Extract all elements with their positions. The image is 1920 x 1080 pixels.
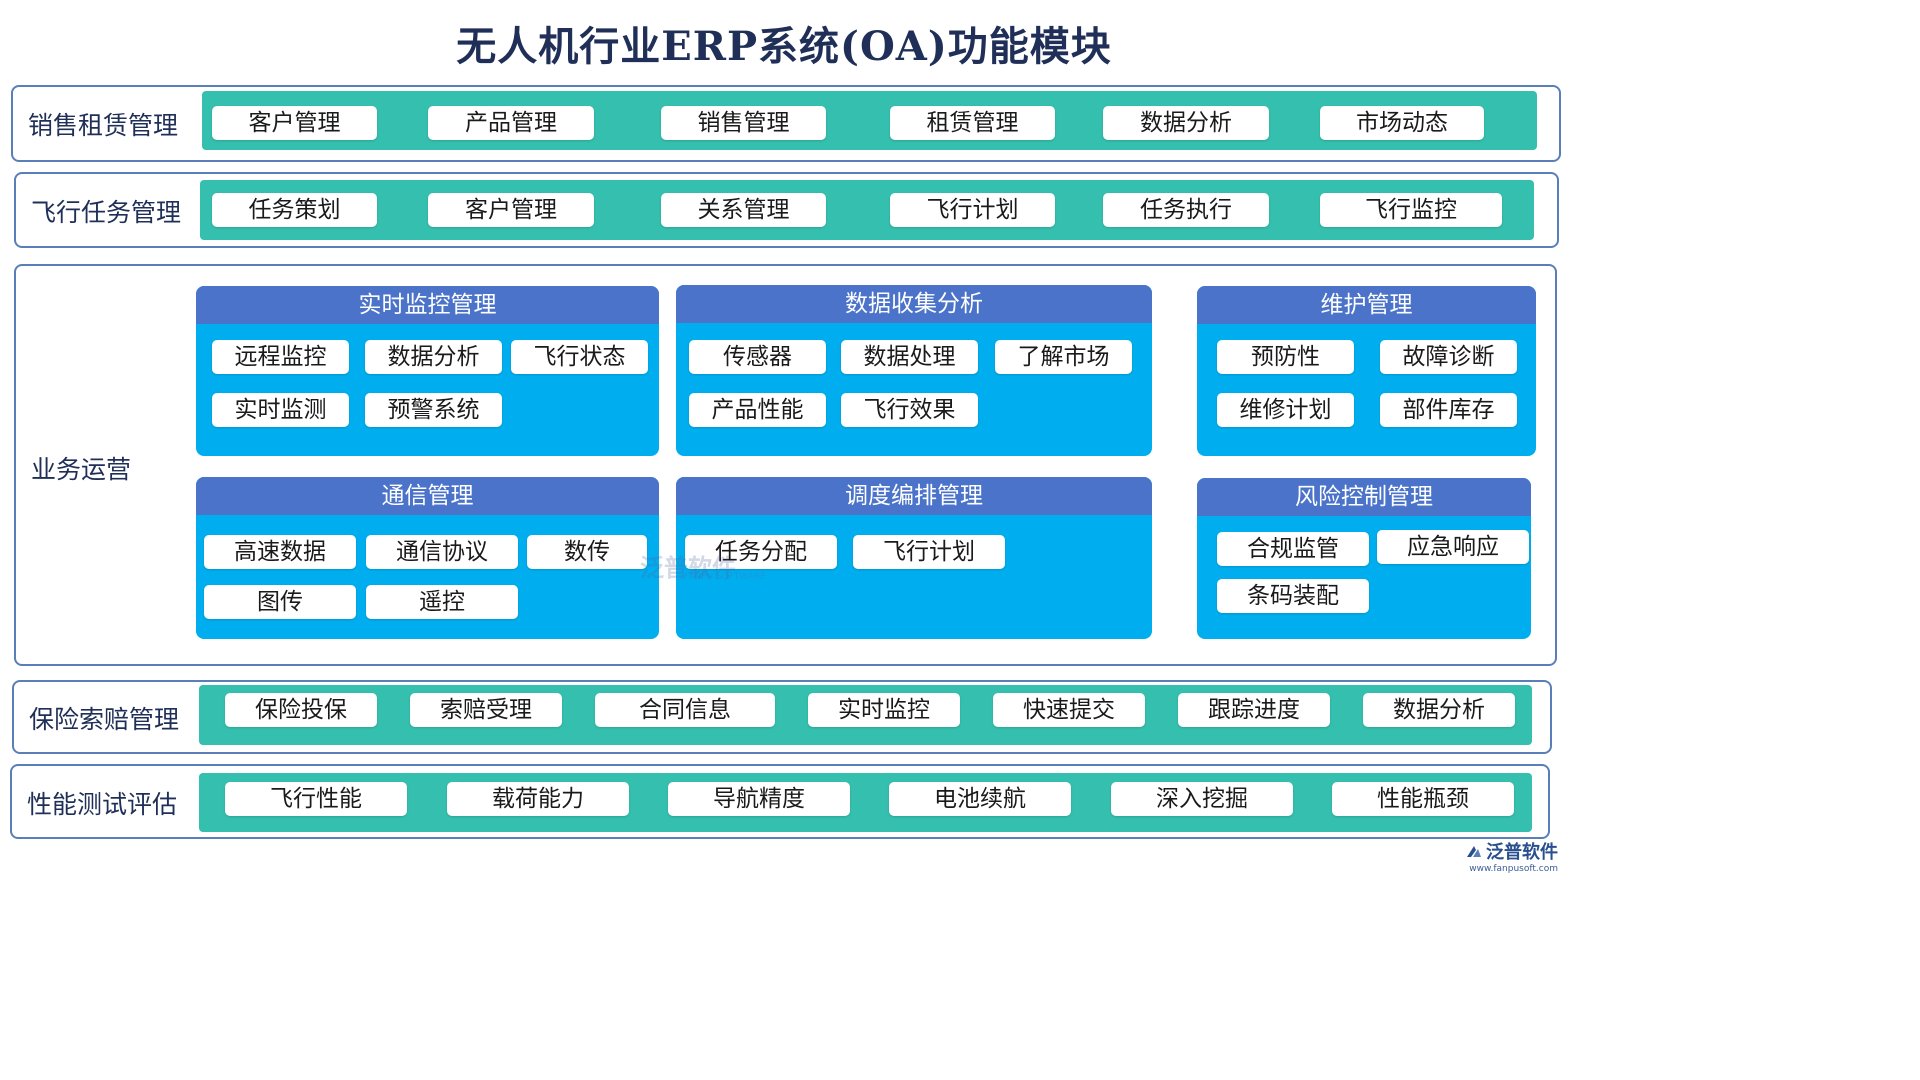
flight-item[interactable]: 飞行计划	[890, 193, 1055, 227]
row-insurance-label: 保险索赔管理	[29, 705, 180, 734]
insurance-item[interactable]: 实时监控	[808, 693, 960, 727]
page-title: 无人机行业ERP系统(OA)功能模块	[456, 23, 1112, 70]
panel-item[interactable]: 任务分配	[685, 535, 837, 569]
panel-item[interactable]: 飞行计划	[853, 535, 1005, 569]
panel-item[interactable]: 条码装配	[1217, 579, 1369, 613]
insurance-item[interactable]: 合同信息	[595, 693, 775, 727]
panel-title: 数据收集分析	[676, 285, 1152, 323]
row-performance-band	[199, 773, 1532, 832]
flight-item[interactable]: 关系管理	[661, 193, 826, 227]
row-sales-label: 销售租赁管理	[28, 111, 179, 140]
flight-item[interactable]: 客户管理	[428, 193, 594, 227]
performance-item[interactable]: 深入挖掘	[1111, 782, 1293, 816]
brand-logo: 泛普软件 www.fanpusoft.com	[1465, 838, 1558, 874]
panel-item[interactable]: 预防性	[1217, 340, 1354, 374]
row-sales-band	[202, 91, 1537, 150]
panel-item[interactable]: 故障诊断	[1380, 340, 1517, 374]
performance-item[interactable]: 载荷能力	[447, 782, 629, 816]
panel-item[interactable]: 预警系统	[365, 393, 502, 427]
panel-title: 维护管理	[1197, 286, 1536, 324]
panel-item[interactable]: 通信协议	[366, 535, 518, 569]
panel-item[interactable]: 数传	[527, 535, 647, 569]
insurance-item[interactable]: 保险投保	[225, 693, 377, 727]
panel-item[interactable]: 应急响应	[1377, 530, 1529, 564]
sales-item[interactable]: 市场动态	[1320, 106, 1484, 140]
performance-item[interactable]: 飞行性能	[225, 782, 407, 816]
panel-item[interactable]: 了解市场	[995, 340, 1132, 374]
panel-item[interactable]: 数据分析	[365, 340, 502, 374]
sales-item[interactable]: 客户管理	[212, 106, 377, 140]
panel-item[interactable]: 高速数据	[204, 535, 356, 569]
insurance-item[interactable]: 数据分析	[1363, 693, 1515, 727]
fanpu-logo-icon	[1467, 846, 1481, 857]
panel-item[interactable]: 数据处理	[841, 340, 978, 374]
panel-item[interactable]: 产品性能	[689, 393, 826, 427]
brand-name: 泛普软件	[1486, 842, 1558, 863]
panel-item[interactable]: 飞行状态	[511, 340, 648, 374]
sales-item[interactable]: 数据分析	[1103, 106, 1269, 140]
brand-url: www.fanpusoft.com	[1469, 864, 1558, 874]
panel-item[interactable]: 部件库存	[1380, 393, 1517, 427]
panel-title: 调度编排管理	[676, 477, 1152, 515]
panel-item[interactable]: 图传	[204, 585, 356, 619]
sales-item[interactable]: 租赁管理	[890, 106, 1055, 140]
row-flight-label: 飞行任务管理	[31, 198, 182, 227]
flight-item[interactable]: 飞行监控	[1320, 193, 1502, 227]
panel-title: 通信管理	[196, 477, 659, 515]
watermark-sub: FANPU SOFTWARE	[684, 572, 766, 582]
sales-item[interactable]: 销售管理	[661, 106, 826, 140]
brand-name-line: 泛普软件	[1465, 838, 1558, 864]
insurance-item[interactable]: 跟踪进度	[1178, 693, 1330, 727]
panel-item[interactable]: 合规监管	[1217, 532, 1369, 566]
panel-title: 实时监控管理	[196, 286, 659, 324]
watermark-text: 泛普软件	[640, 554, 736, 582]
row-ops-label: 业务运营	[31, 455, 132, 484]
sales-item[interactable]: 产品管理	[428, 106, 594, 140]
panel-item[interactable]: 飞行效果	[841, 393, 978, 427]
performance-item[interactable]: 电池续航	[889, 782, 1071, 816]
panel-title: 风险控制管理	[1197, 478, 1531, 516]
insurance-item[interactable]: 索赔受理	[410, 693, 562, 727]
performance-item[interactable]: 导航精度	[668, 782, 850, 816]
row-performance-label: 性能测试评估	[27, 790, 178, 819]
row-flight-band	[200, 180, 1534, 240]
flight-item[interactable]: 任务策划	[212, 193, 377, 227]
panel-item[interactable]: 远程监控	[212, 340, 349, 374]
watermark: 泛普软件	[640, 548, 736, 583]
panel-item[interactable]: 维修计划	[1217, 393, 1354, 427]
panel-item[interactable]: 遥控	[366, 585, 518, 619]
panel-item[interactable]: 传感器	[689, 340, 826, 374]
insurance-item[interactable]: 快速提交	[993, 693, 1145, 727]
panel-item[interactable]: 实时监测	[212, 393, 349, 427]
performance-item[interactable]: 性能瓶颈	[1332, 782, 1514, 816]
flight-item[interactable]: 任务执行	[1103, 193, 1269, 227]
